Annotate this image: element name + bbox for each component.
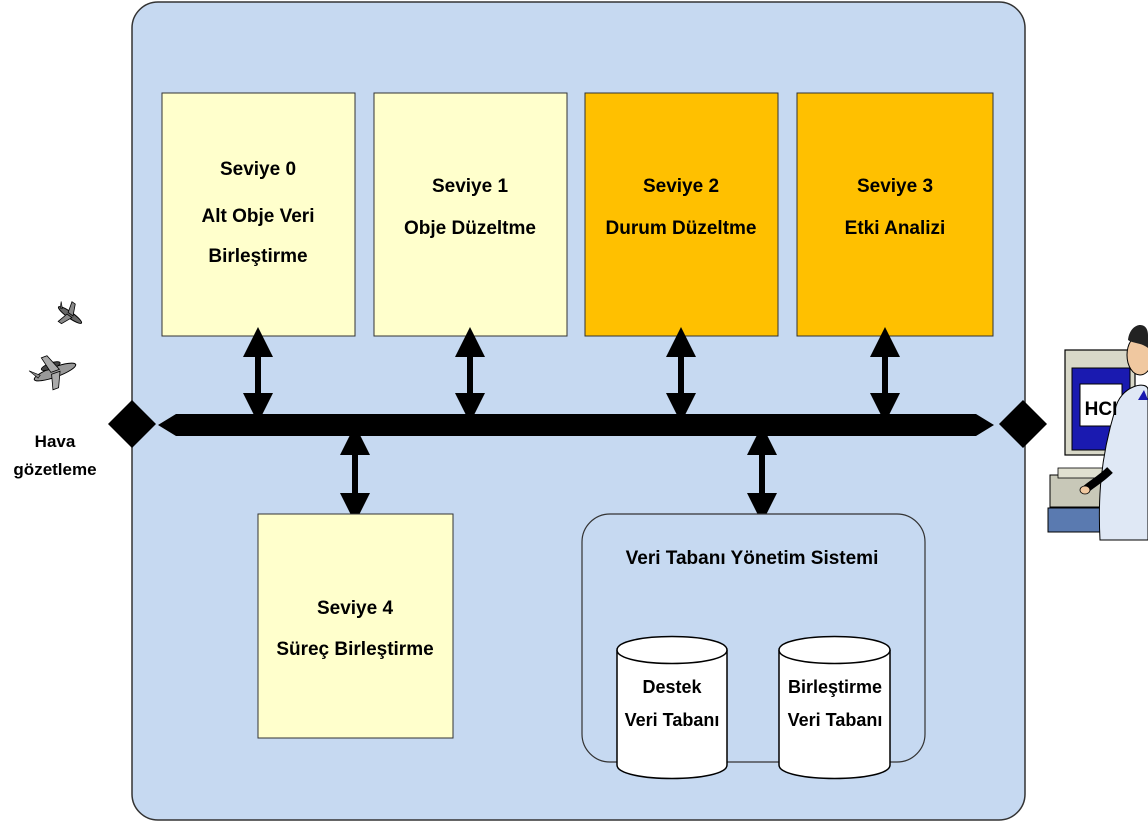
level-0-title: Seviye 0 [220,159,296,180]
operator-workstation-icon [1047,324,1148,541]
level-box-2: Seviye 2 Durum Düzeltme [584,92,779,337]
bus-connectors [243,327,900,523]
level-0-line3: Birleştirme [208,246,307,267]
level-3-line2: Etki Analizi [845,218,946,239]
db2-line1: Birleştirme [788,677,882,697]
source-label-line2: gözetleme [13,460,96,479]
db1-line1: Destek [642,677,702,697]
level-box-1: Seviye 1 Obje Düzeltme [373,92,568,337]
level-4-line2: Süreç Birleştirme [276,639,433,660]
level-1-title: Seviye 1 [432,176,508,197]
level-3-title: Seviye 3 [857,176,933,197]
hci-screen-label: HCI [1085,399,1118,420]
level-box-3: Seviye 3 Etki Analizi [796,92,994,337]
left-bus-terminal [108,400,156,448]
level-box-0: Seviye 0 Alt Obje Veri Birleştirme [161,92,356,337]
level-box-4: Seviye 4 Süreç Birleştirme [257,513,454,739]
database-cylinder-birlestirme: Birleştirme Veri Tabanı [778,635,891,780]
airplane-icon [28,355,77,391]
level-4-title: Seviye 4 [317,598,393,619]
db1-line2: Veri Tabanı [625,710,720,730]
level-2-line2: Durum Düzeltme [606,218,757,239]
data-bus [158,414,994,436]
right-bus-terminal [999,400,1047,448]
db2-line2: Veri Tabanı [788,710,883,730]
airplane-icon [57,301,83,325]
level-1-line2: Obje Düzeltme [404,218,536,239]
database-cylinder-destek: Destek Veri Tabanı [616,635,728,780]
level-0-line2: Alt Obje Veri [202,206,315,227]
level-2-title: Seviye 2 [643,176,719,197]
dbms-title: Veri Tabanı Yönetim Sistemi [626,548,879,569]
source-label-line1: Hava [35,432,76,451]
